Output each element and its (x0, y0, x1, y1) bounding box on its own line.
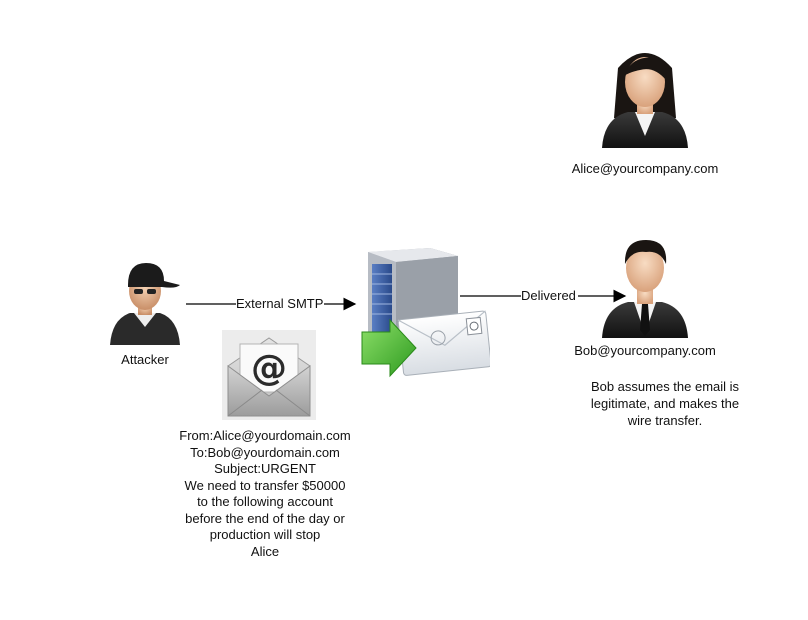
businesswoman-icon (602, 53, 688, 148)
email-body-text: From:Alice@yourdomain.com To:Bob@yourdom… (150, 428, 380, 560)
hacker-icon (110, 263, 180, 345)
mail-server-node (360, 240, 490, 385)
delivered-label: Delivered (521, 288, 576, 303)
email-body-line: to the following account (197, 494, 333, 509)
mail-server-icon (361, 248, 490, 378)
email-body-line: before the end of the day or (185, 510, 345, 526)
email-signature-line: Alice (250, 543, 280, 559)
email-envelope-node: @ (222, 330, 316, 420)
attacker-node: Attacker (100, 255, 190, 375)
bob-node: Bob@yourcompany.com (574, 230, 716, 370)
email-envelope-icon: @ (222, 330, 316, 420)
attacker-label: Attacker (121, 352, 169, 367)
bob-note-line: Bob assumes the email is (590, 379, 740, 394)
email-to-line: To:Bob@yourdomain.com (190, 444, 340, 460)
email-subject-line: Subject:URGENT (214, 461, 316, 476)
alice-label: Alice@yourcompany.com (571, 161, 719, 176)
alice-node: Alice@yourcompany.com (572, 40, 718, 190)
email-body-line: production will stop (209, 527, 321, 542)
svg-text:@: @ (251, 348, 287, 389)
businessman-icon (602, 240, 688, 338)
email-from-line: From:Alice@yourdomain.com (179, 428, 351, 443)
bob-note-line: wire transfer. (627, 413, 703, 428)
bob-label: Bob@yourcompany.com (574, 343, 716, 358)
external-smtp-label: External SMTP (236, 296, 324, 311)
bob-note-line: legitimate, and makes the (590, 396, 740, 411)
bob-note: Bob assumes the email is legitimate, and… (570, 378, 760, 429)
email-body-line: We need to transfer $50000 (184, 477, 346, 493)
